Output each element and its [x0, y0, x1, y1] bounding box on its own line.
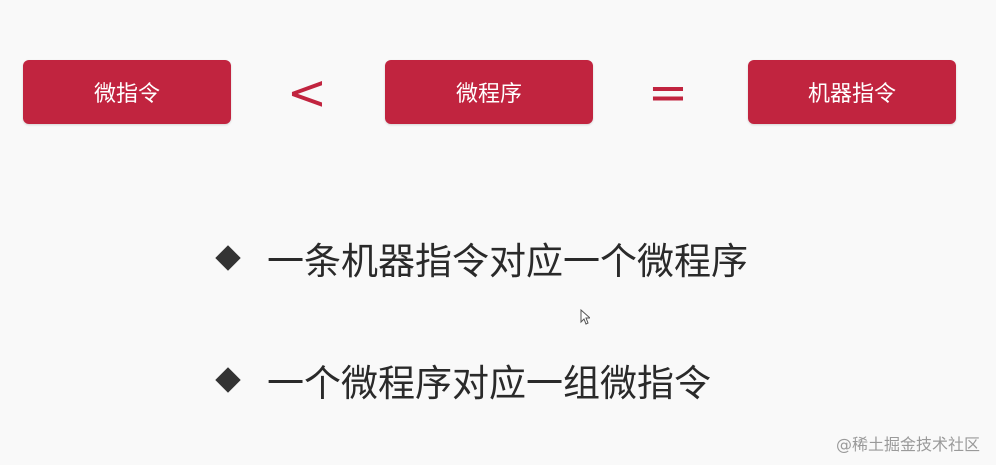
less-than-symbol: < [286, 65, 328, 121]
equals-symbol: = [647, 65, 689, 121]
bullet-text-1: 一条机器指令对应一个微程序 [267, 240, 748, 283]
diamond-bullet-icon [215, 245, 241, 271]
micro-instruction-label: 微指令 [93, 82, 160, 107]
micro-program-box: 微程序 [385, 60, 593, 124]
equals-operator: = [643, 58, 693, 128]
diamond-bullet-icon [215, 367, 241, 393]
machine-instruction-label: 机器指令 [807, 82, 896, 107]
watermark: @稀土掘金技术社区 [835, 435, 980, 454]
micro-program-label: 微程序 [455, 82, 522, 107]
machine-instruction-box: 机器指令 [748, 60, 956, 124]
less-than-operator: < [282, 58, 332, 128]
bullet-text-2: 一个微程序对应一组微指令 [267, 362, 711, 405]
bullet-item-1: 一条机器指令对应一个微程序 [213, 230, 748, 286]
mouse-pointer-icon [580, 309, 590, 325]
bullet-item-2: 一个微程序对应一组微指令 [213, 352, 711, 408]
micro-instruction-box: 微指令 [23, 60, 231, 124]
